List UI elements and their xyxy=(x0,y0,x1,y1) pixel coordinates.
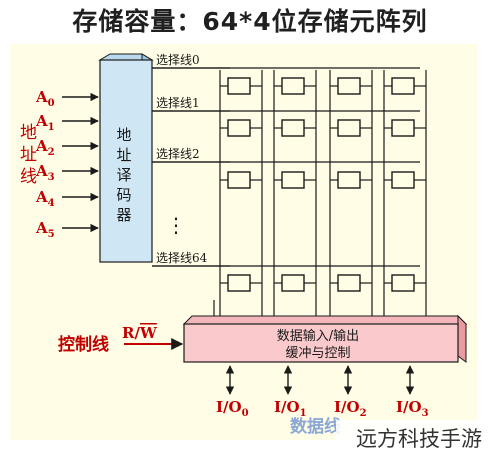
address-line-a2: A2 xyxy=(35,137,99,158)
address-label: 地址线 xyxy=(20,123,37,187)
memory-cell xyxy=(330,77,372,95)
svg-text:A3: A3 xyxy=(35,162,55,183)
svg-text:A4: A4 xyxy=(35,188,55,209)
decoder-label: 地址译码器 xyxy=(116,126,131,224)
watermark: 远方科技手游 xyxy=(336,420,500,453)
ellipsis: ⋮ xyxy=(166,213,186,237)
address-line-a1: A1 xyxy=(35,112,99,133)
io-line-2: I/O2 xyxy=(334,365,367,419)
svg-text:I/O1: I/O1 xyxy=(274,398,307,419)
memory-cell xyxy=(330,119,372,137)
address-line-a3: A3 xyxy=(35,162,99,183)
memory-cell xyxy=(384,274,426,292)
control-label: 控制线 xyxy=(58,334,109,355)
io-line-0: I/O0 xyxy=(216,365,249,419)
svg-text:I/O0: I/O0 xyxy=(216,398,249,419)
select-line-label: 选择线2 xyxy=(156,147,200,161)
memory-cell xyxy=(220,274,262,292)
svg-text:I/O3: I/O3 xyxy=(396,398,429,419)
memory-cell xyxy=(384,171,426,189)
memory-cell xyxy=(330,274,372,292)
buffer-line-2: 缓冲与控制 xyxy=(285,346,350,361)
memory-cell xyxy=(220,119,262,137)
address-decoder: 地址译码器 xyxy=(98,53,154,263)
select-line-label: 选择线64 xyxy=(156,251,208,265)
background-panel xyxy=(10,44,478,440)
svg-text:A1: A1 xyxy=(35,112,55,133)
svg-text:远方科技手游: 远方科技手游 xyxy=(356,427,482,451)
memory-cell xyxy=(274,274,316,292)
memory-cell xyxy=(274,171,316,189)
address-line-a5: A5 xyxy=(35,219,99,240)
address-line-a0: A0 xyxy=(35,88,99,109)
memory-cell xyxy=(384,77,426,95)
select-line-label: 选择线1 xyxy=(156,96,200,110)
memory-cell xyxy=(220,171,262,189)
memory-cell xyxy=(220,77,262,95)
select-line-label: 选择线0 xyxy=(156,53,200,67)
data-line-label: 数据线 xyxy=(290,416,341,437)
io-buffer-control: 数据输入/输出 缓冲与控制 xyxy=(182,314,468,363)
io-line-3: I/O3 xyxy=(396,365,429,419)
memory-cell xyxy=(384,119,426,137)
svg-text:A2: A2 xyxy=(35,137,55,158)
control-line: 控制线 R/W xyxy=(58,324,184,355)
io-lines: I/O0 I/O1 I/O2 I/O3 xyxy=(216,365,429,419)
io-line-1: I/O1 xyxy=(274,365,307,419)
svg-text:I/O2: I/O2 xyxy=(334,398,367,419)
buffer-line-1: 数据输入/输出 xyxy=(277,328,359,344)
select-lines: 选择线0 选择线1 选择线2 选择线64 xyxy=(152,53,230,267)
rw-label: R/W xyxy=(122,324,158,342)
memory-cell xyxy=(330,171,372,189)
address-line-a4: A4 xyxy=(35,188,99,209)
memory-cell xyxy=(274,77,316,95)
memory-cell xyxy=(274,119,316,137)
svg-text:A0: A0 xyxy=(35,88,55,109)
svg-text:A5: A5 xyxy=(35,219,55,240)
memory-cell-grid xyxy=(152,67,427,316)
diagram-title: 存储容量：64*4位存储元阵列 xyxy=(72,7,428,36)
